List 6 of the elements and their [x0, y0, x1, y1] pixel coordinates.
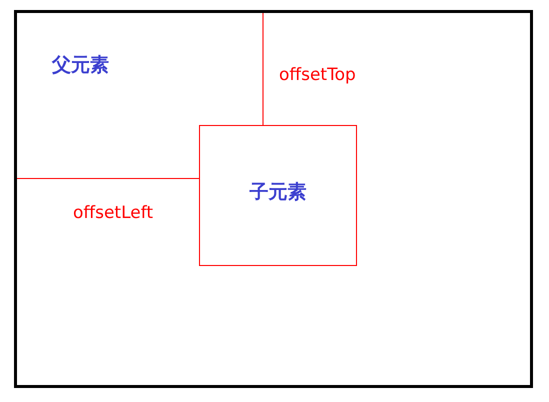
element-label: 父元素	[52, 53, 109, 78]
child-box	[199, 125, 357, 266]
element-label: 子元素	[250, 180, 306, 206]
dimension-label: offsetTop	[279, 64, 356, 87]
dimension-label: offsetLeft	[73, 202, 154, 225]
parent-box	[14, 10, 533, 388]
